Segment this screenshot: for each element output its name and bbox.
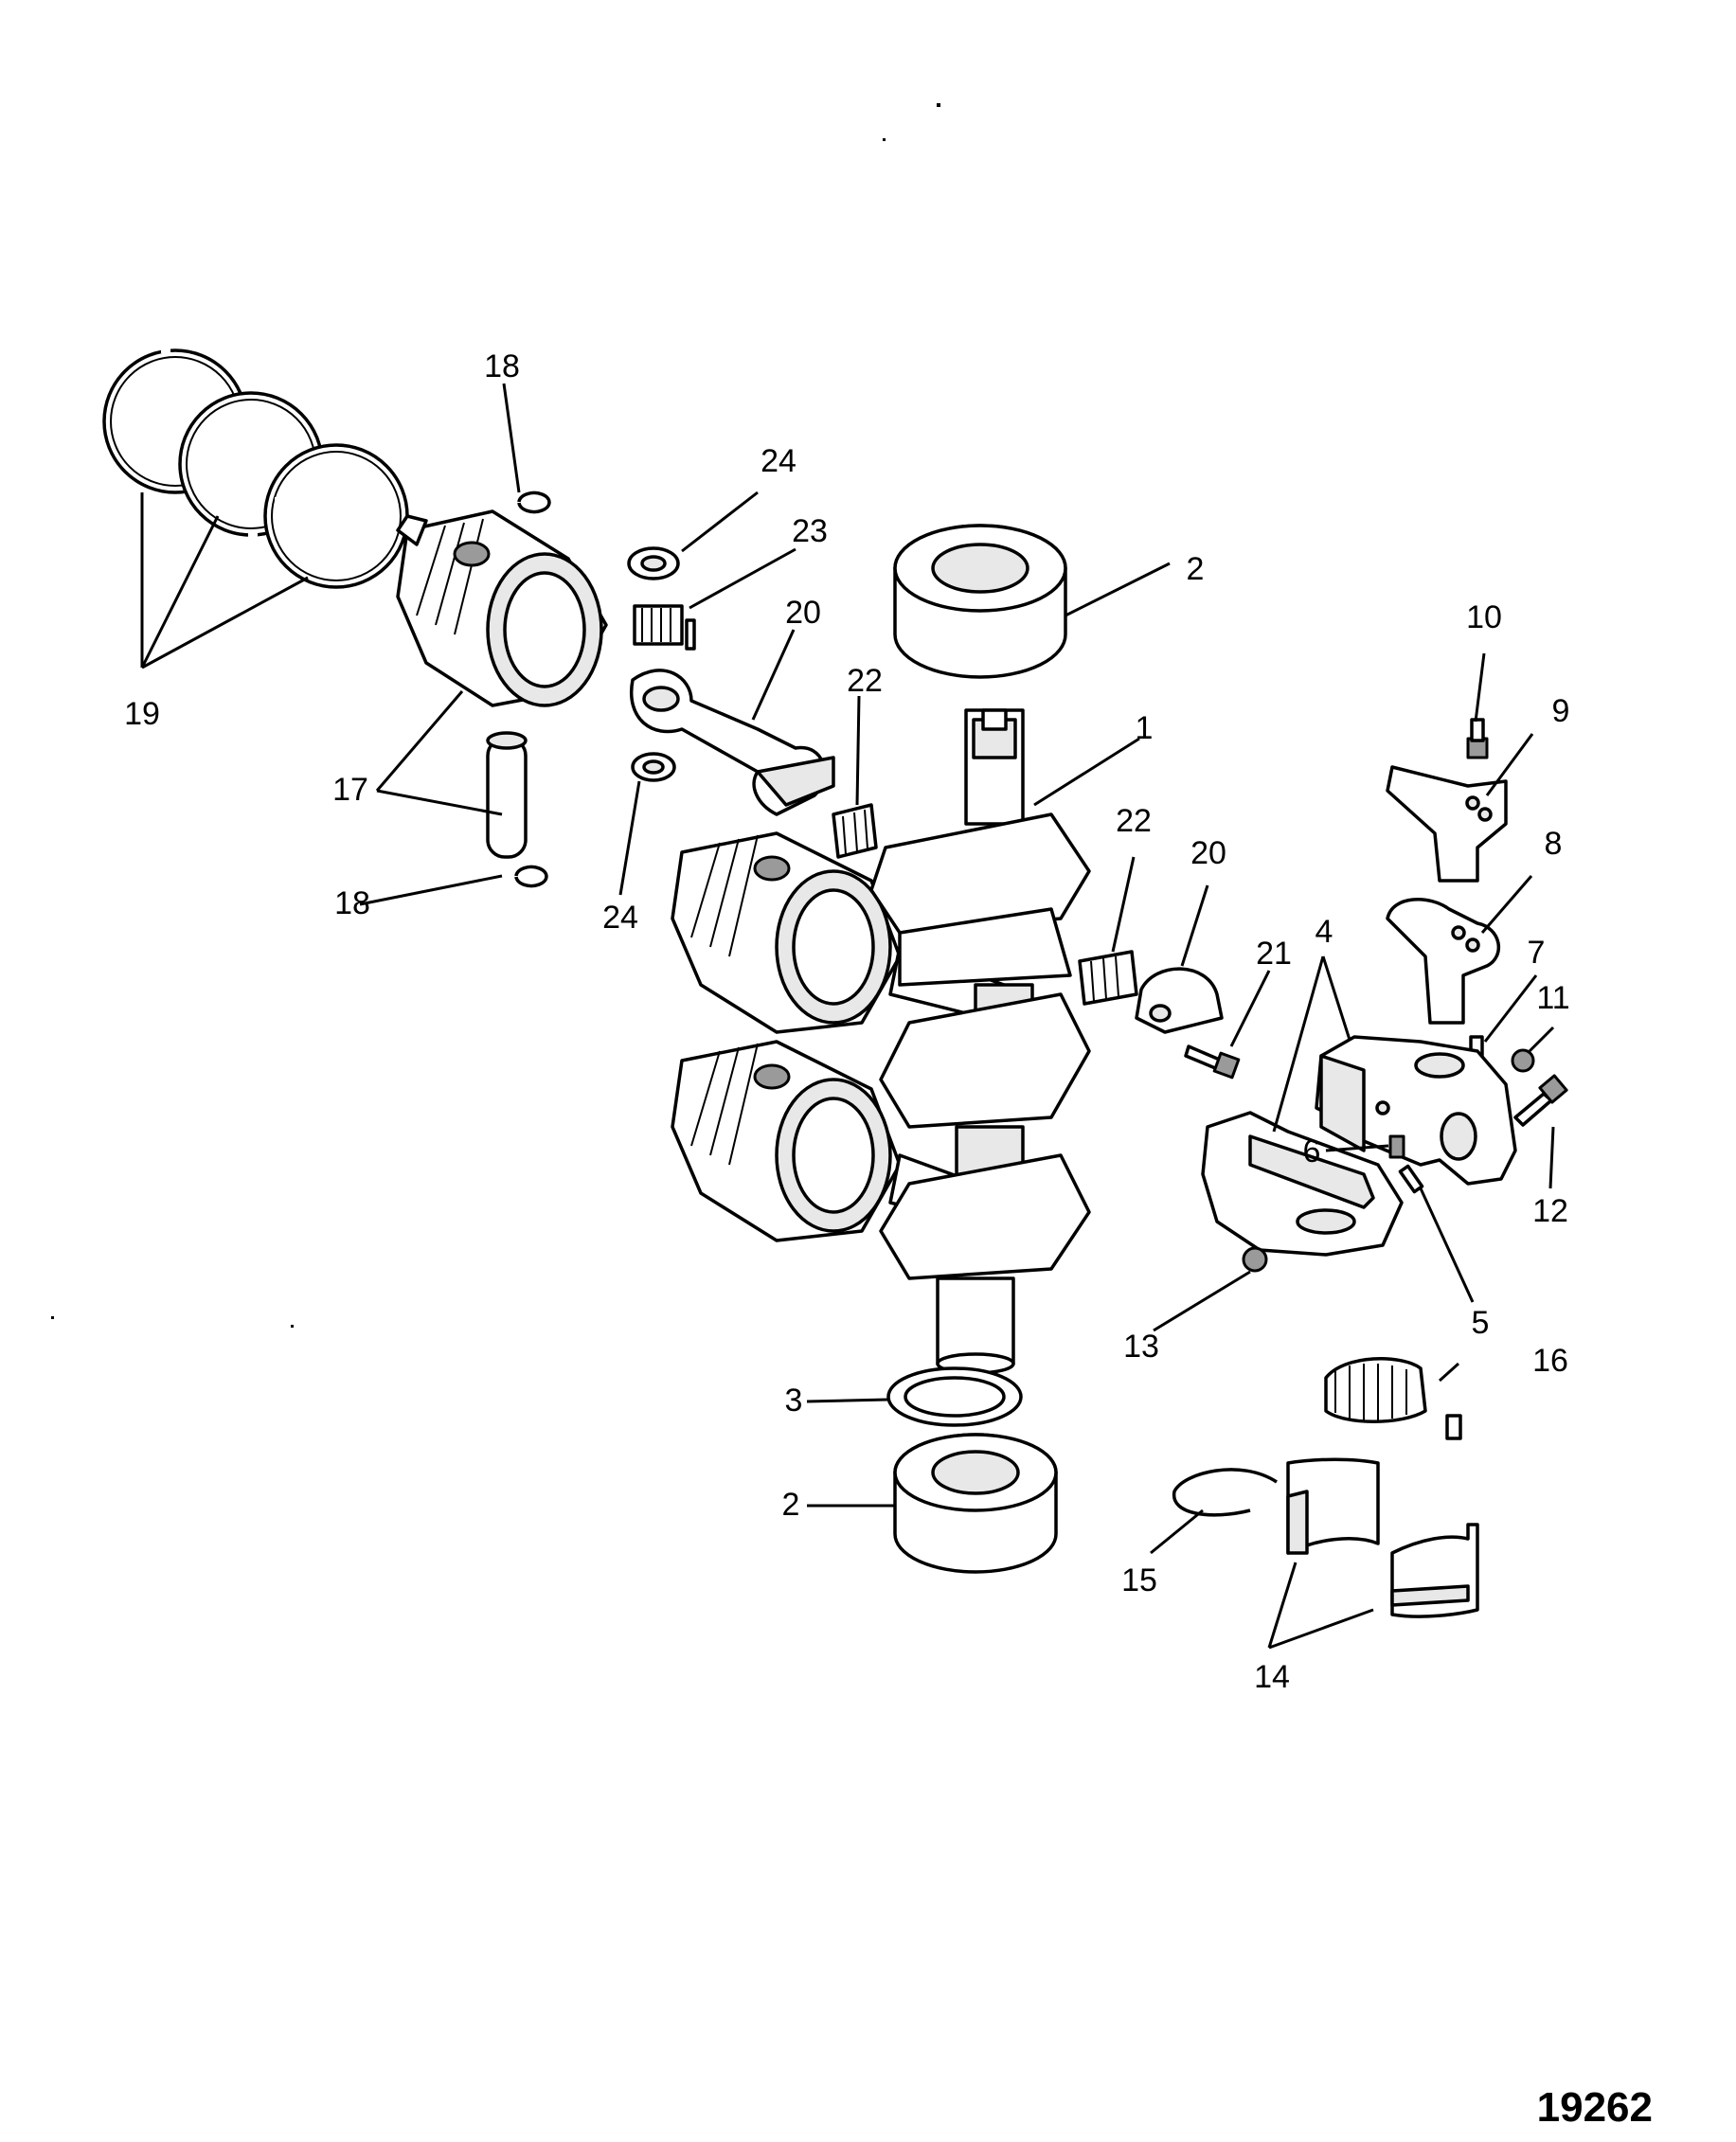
callout-13: 13: [1123, 1329, 1159, 1365]
callout-23: 23: [792, 513, 828, 549]
callout-20-right: 20: [1190, 835, 1226, 871]
callout-21: 21: [1256, 936, 1292, 972]
thrust-washer: [886, 1366, 1023, 1427]
callout-8: 8: [1545, 826, 1563, 862]
callout-16: 16: [1532, 1343, 1568, 1379]
ball-bearing-bottom: [893, 1433, 1058, 1574]
callout-1: 1: [1136, 710, 1154, 746]
ball-bearing-top: [893, 524, 1067, 679]
callout-3: 3: [785, 1383, 803, 1419]
callout-22-right: 22: [1116, 803, 1152, 839]
connecting-rod-left: [629, 669, 835, 816]
stray-marks: [51, 103, 940, 1328]
bolt-10: [1466, 718, 1489, 759]
rod-bearing-left: [832, 803, 878, 859]
piston-bottom: [671, 1040, 1006, 1242]
callout-19: 19: [124, 696, 160, 732]
bolt-12: [1513, 1074, 1568, 1127]
callout-2-top: 2: [1187, 551, 1205, 587]
leader-lines: [140, 383, 1555, 1650]
piston-top: [396, 509, 608, 707]
washers: [627, 546, 680, 782]
center-main-roller-bearing: [1324, 1357, 1462, 1440]
callout-24-top: 24: [761, 443, 796, 479]
callout-20-left: 20: [785, 595, 821, 631]
figure-number: 19262: [1537, 2084, 1653, 2131]
nut-13: [1242, 1246, 1268, 1273]
piston-pin-lock-rings: [514, 491, 551, 888]
callout-22-left: 22: [847, 663, 883, 699]
callout-17: 17: [332, 772, 368, 808]
piston-pin: [486, 731, 528, 859]
callout-24-bottom: 24: [602, 900, 638, 936]
callout-10: 10: [1466, 599, 1502, 635]
callout-9: 9: [1552, 693, 1570, 729]
retaining-ring: [1172, 1468, 1278, 1517]
callout-14: 14: [1254, 1659, 1290, 1695]
connecting-rod-cap-right: [1135, 967, 1224, 1034]
callout-11: 11: [1536, 980, 1569, 1016]
dowel-pin-6: [1388, 1134, 1405, 1159]
callout-18-top: 18: [484, 348, 520, 384]
callout-18-bottom: 18: [334, 885, 370, 921]
dowel-pin-5: [1398, 1164, 1424, 1194]
crankshaft: [869, 708, 1091, 1375]
callout-7: 7: [1528, 935, 1546, 971]
callout-2-bottom: 2: [782, 1487, 800, 1523]
callout-15: 15: [1121, 1562, 1157, 1598]
lock-tab: [1386, 765, 1508, 883]
callout-12: 12: [1532, 1193, 1568, 1229]
rod-bolt: [1184, 1044, 1241, 1080]
piston-rings: [102, 344, 409, 589]
main-bearing-carrier: [1201, 1035, 1517, 1257]
callout-5: 5: [1472, 1305, 1490, 1341]
bearing-race-halves: [1286, 1457, 1479, 1618]
reed-stop: [1386, 898, 1501, 1025]
wrist-pin-needle-bearing: [633, 604, 696, 651]
callout-6: 6: [1303, 1133, 1321, 1169]
nut-11: [1511, 1048, 1535, 1073]
rod-bearing-right: [1078, 950, 1138, 1006]
callout-4: 4: [1315, 914, 1333, 950]
callout-labels: 18 24 23 2 20 10 22 9 19 1 17 22 20 8 18…: [124, 348, 1570, 1695]
piston-middle: [671, 831, 1006, 1034]
